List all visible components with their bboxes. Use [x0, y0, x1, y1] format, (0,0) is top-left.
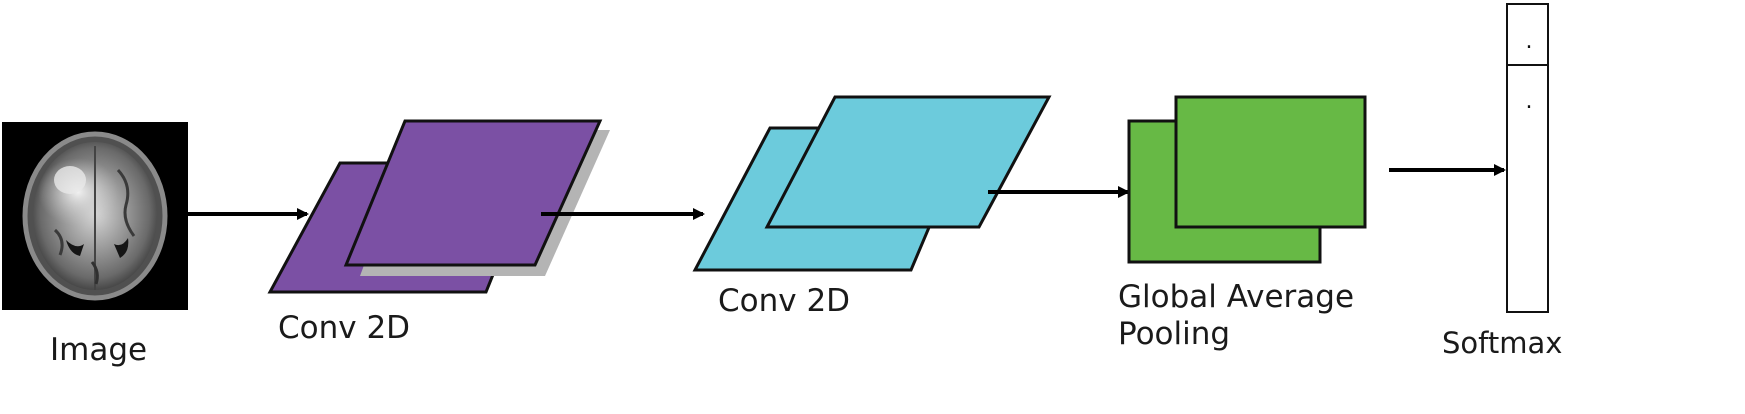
brain-sulcus: [53, 228, 64, 256]
conv2d-1-block: [267, 119, 610, 294]
softmax-dot-1: .: [1526, 29, 1533, 54]
label-global-average-pooling: Global Average Pooling: [1118, 279, 1355, 353]
softmax-box: [1506, 3, 1549, 313]
brain-sulcus: [116, 168, 136, 237]
softmax-vector: . .: [1506, 3, 1549, 313]
label-softmax: Softmax: [1442, 326, 1563, 360]
left-ventricle: [66, 240, 84, 256]
label-conv2d-1: Conv 2D: [278, 310, 411, 346]
softmax-dot-2: .: [1526, 89, 1533, 114]
input-image: [2, 122, 188, 310]
label-conv2d-2: Conv 2D: [718, 283, 851, 319]
global-average-pooling-block: [1127, 95, 1367, 264]
conv2-front-layer: [764, 95, 1052, 229]
conv1-front-layer: [343, 119, 603, 267]
brain-lesion-core: [54, 166, 86, 194]
label-image: Image: [50, 332, 148, 368]
gap-front-layer: [1174, 95, 1367, 229]
right-ventricle: [114, 238, 129, 258]
brain-sulcus: [90, 261, 99, 285]
conv2d-2-block: [692, 95, 1052, 272]
